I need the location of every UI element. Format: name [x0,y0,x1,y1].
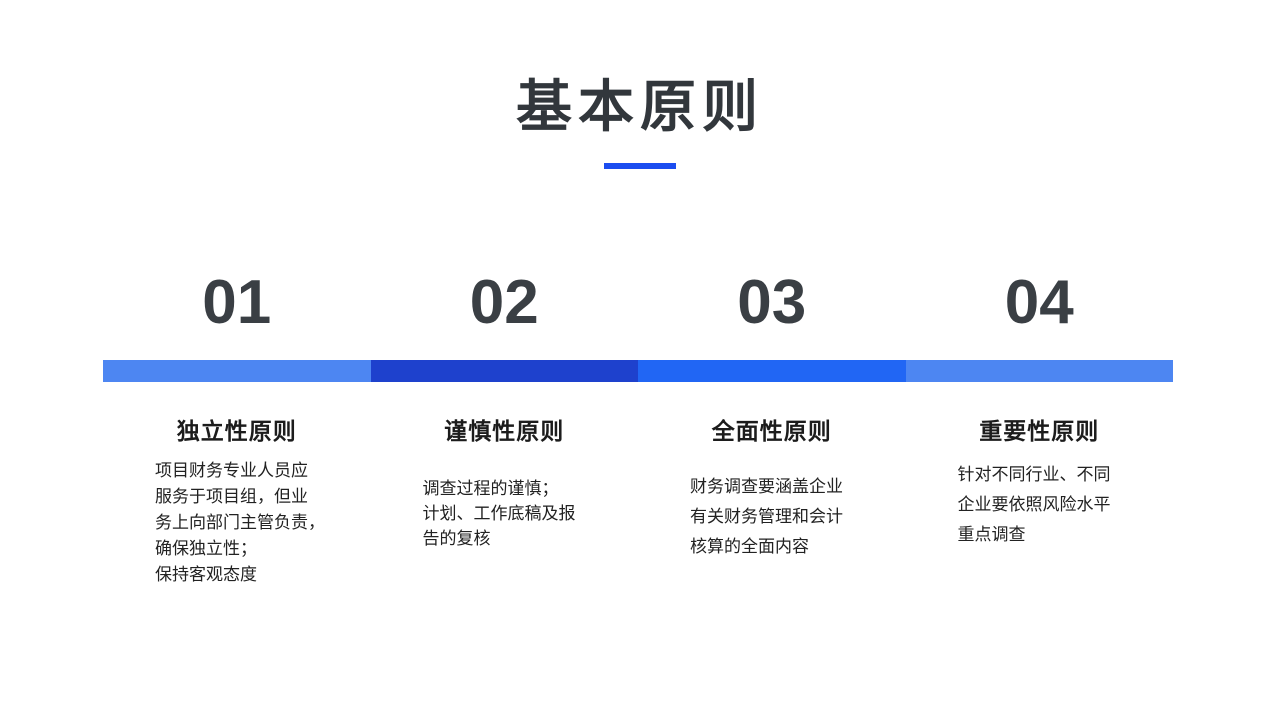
bar-segment-2 [370,360,638,382]
numbers-row: 01 02 03 04 [103,272,1173,334]
page-title: 基本原则 [516,75,764,138]
principle-column-comprehensiveness: 全面性原则 财务调查要涵盖企业 有关财务管理和会计 核算的全面内容 [638,412,906,588]
bar-segment-1 [103,360,371,382]
principles-section: 01 02 03 04 独立性原则 项目财务专业人员应 服务于项目组，但业 务上… [103,272,1173,588]
title-underline [604,163,676,169]
progress-bar [103,360,1173,382]
principle-body: 财务调查要涵盖企业 有关财务管理和会计 核算的全面内容 [690,477,843,556]
bar-segment-4 [905,360,1173,382]
bar-segment-3 [638,360,906,382]
step-number-4: 04 [1004,268,1074,337]
step-number-1: 01 [202,268,272,337]
step-number-3: 03 [737,268,807,337]
principle-heading: 全面性原则 [711,419,832,444]
principle-body: 项目财务专业人员应 服务于项目组，但业 务上向部门主管负责， 确保独立性； 保持… [155,461,325,584]
principle-body: 调查过程的谨慎； 计划、工作底稿及报 告的复核 [422,479,576,548]
principle-column-prudence: 谨慎性原则 调查过程的谨慎； 计划、工作底稿及报 告的复核 [371,412,639,588]
principle-column-independence: 独立性原则 项目财务专业人员应 服务于项目组，但业 务上向部门主管负责， 确保独… [103,412,371,588]
principle-heading: 谨慎性原则 [444,419,565,444]
principle-body: 针对不同行业、不同 企业要依照风险水平 重点调查 [957,465,1111,544]
principle-heading: 独立性原则 [176,419,297,444]
step-number-2: 02 [469,268,539,337]
principles-row: 独立性原则 项目财务专业人员应 服务于项目组，但业 务上向部门主管负责， 确保独… [103,412,1173,588]
title-block: 基本原则 [0,0,1280,169]
principle-heading: 重要性原则 [979,419,1100,444]
principle-column-materiality: 重要性原则 针对不同行业、不同 企业要依照风险水平 重点调查 [906,412,1174,588]
